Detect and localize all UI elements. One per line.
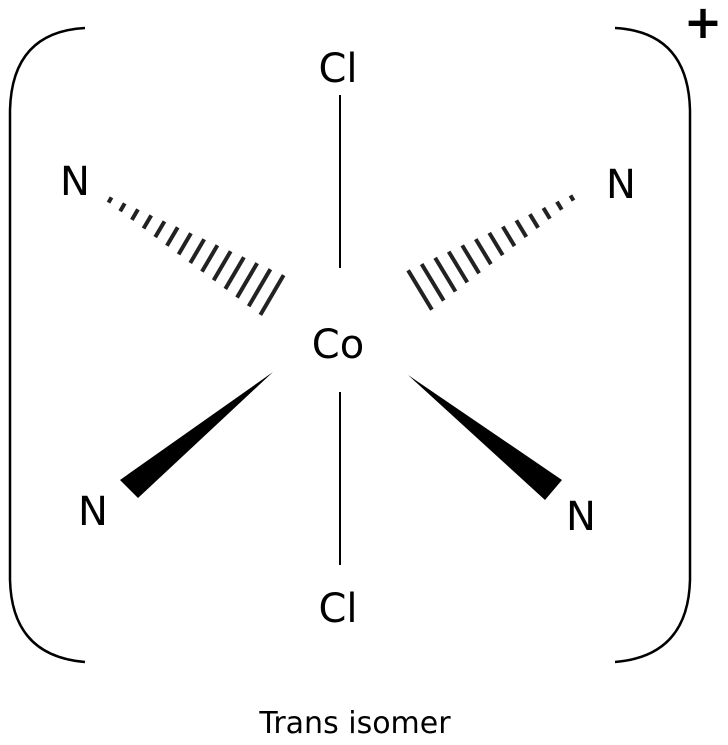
hash-dash bbox=[460, 244, 481, 275]
atom-n-bottom-right: N bbox=[566, 494, 596, 540]
hash-dash bbox=[406, 269, 434, 311]
hash-dash bbox=[514, 219, 529, 238]
hashed-bond-top-left bbox=[106, 196, 286, 316]
hash-dash bbox=[555, 200, 564, 211]
hash-dash bbox=[446, 250, 470, 284]
hash-dash bbox=[106, 196, 114, 204]
hash-dash bbox=[419, 263, 446, 302]
hash-dash bbox=[568, 194, 576, 202]
wedge-bond-bottom-left bbox=[120, 372, 273, 498]
hashed-bond-top-right bbox=[406, 194, 576, 311]
hash-dash bbox=[130, 208, 140, 221]
hash-dash bbox=[211, 250, 233, 282]
caption: Trans isomer bbox=[258, 706, 451, 741]
hash-dash bbox=[165, 226, 180, 247]
hash-dash bbox=[258, 274, 286, 316]
hash-dash bbox=[433, 256, 458, 293]
atom-co: Co bbox=[312, 322, 364, 368]
hash-dash bbox=[200, 244, 220, 273]
left-bracket bbox=[8, 26, 86, 664]
hash-dash bbox=[118, 202, 127, 213]
atom-n-top-right: N bbox=[606, 162, 636, 208]
hash-dash bbox=[235, 262, 259, 299]
hash-dash bbox=[223, 256, 246, 290]
hash-dash bbox=[501, 225, 517, 248]
charge-sign: + bbox=[684, 0, 723, 49]
right-bracket bbox=[614, 26, 692, 664]
hash-dash bbox=[141, 214, 153, 230]
atom-n-bottom-left: N bbox=[78, 489, 108, 535]
hash-dash bbox=[541, 206, 552, 220]
hash-dash bbox=[176, 232, 193, 256]
wedge-bond-bottom-right bbox=[408, 375, 562, 500]
atom-cl-bottom: Cl bbox=[318, 586, 357, 632]
hash-dash bbox=[528, 213, 540, 229]
atom-cl-top: Cl bbox=[318, 46, 357, 92]
atom-n-top-left: N bbox=[60, 159, 90, 205]
hash-dash bbox=[474, 238, 493, 266]
hash-dash bbox=[246, 268, 273, 308]
hash-dash bbox=[153, 220, 167, 239]
hash-dash bbox=[487, 231, 505, 257]
hash-dash bbox=[188, 238, 206, 265]
